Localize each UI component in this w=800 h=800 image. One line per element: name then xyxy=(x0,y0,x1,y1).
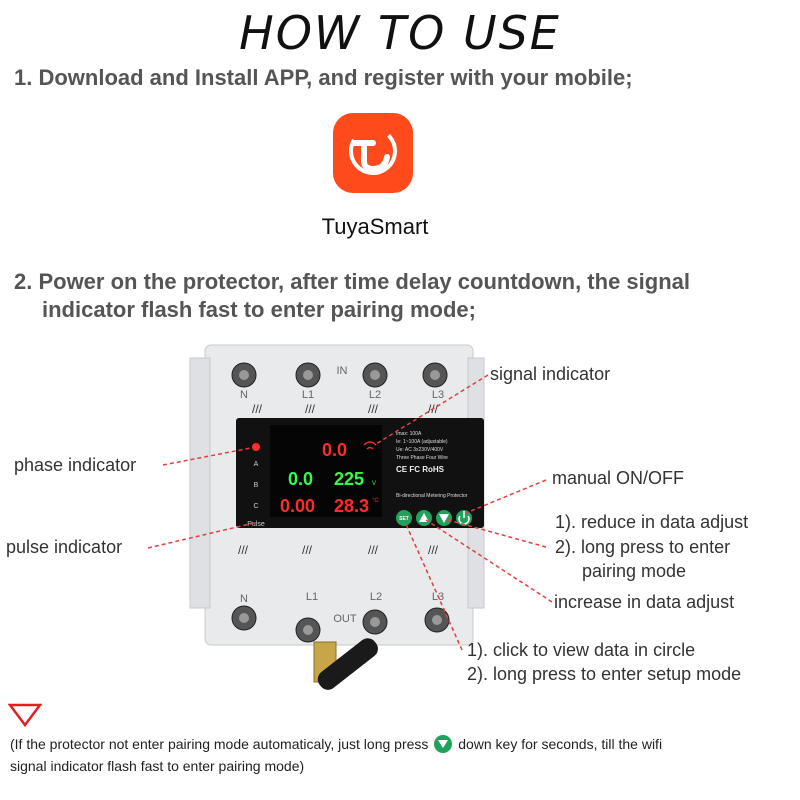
slots-top-1: /// xyxy=(252,402,263,416)
down-key-icon xyxy=(434,735,453,753)
phase-a-letter: A xyxy=(254,461,259,468)
slots-top-3: /// xyxy=(368,402,379,416)
warning-triangle-icon xyxy=(8,703,42,727)
label-long-press-setup: 2). long press to enter setup mode xyxy=(467,664,742,684)
top-terminal-l1: L1 xyxy=(302,389,314,401)
slots-bottom-1: /// xyxy=(238,543,249,557)
spec-line-3: Ue: AC 3x230V/400V xyxy=(396,447,444,453)
unit-mid: V xyxy=(372,481,376,487)
bottom-terminal-l2: L2 xyxy=(370,591,382,603)
tuya-app-icon xyxy=(333,113,413,193)
slots-bottom-4: /// xyxy=(428,543,439,557)
bottom-terminal-n: N xyxy=(240,593,248,605)
note-line-2: signal indicator flash fast to enter pai… xyxy=(10,758,305,774)
bottom-terminal-l1: L1 xyxy=(306,591,318,603)
label-phase-indicator: phase indicator xyxy=(14,455,137,475)
set-key-label: SET xyxy=(399,516,409,522)
protector-illustration: N L1 L2 L3 IN /// /// /// /// A B C Puls… xyxy=(147,344,553,690)
note-text: (If the protector not enter pairing mode… xyxy=(10,733,800,777)
label-signal-indicator: signal indicator xyxy=(490,364,611,384)
app-name: TuyaSmart xyxy=(321,214,429,239)
spec-line-1: Imax: 100A xyxy=(396,431,422,437)
top-terminal-n: N xyxy=(240,389,248,401)
note-after: down key for seconds, till the wifi xyxy=(458,736,663,752)
top-terminal-l3: L3 xyxy=(432,389,444,401)
display-top-value: 0.0 xyxy=(322,440,347,460)
cert-marks: CE FC RoHS xyxy=(396,465,445,474)
page-title: HOW TO USE xyxy=(239,6,561,60)
display-mid-right: 225 xyxy=(334,469,364,489)
phase-c-letter: C xyxy=(253,503,258,510)
phase-b-letter: B xyxy=(254,482,259,489)
spec-line-2: Ie: 1~100A (adjustable) xyxy=(396,439,448,445)
label-long-press-pair-1: 2). long press to enter xyxy=(555,537,731,557)
note-before: (If the protector not enter pairing mode… xyxy=(10,736,429,752)
product-name: Bi-directional Metering Protector xyxy=(396,493,468,499)
label-click-view: 1). click to view data in circle xyxy=(467,640,696,660)
out-label: OUT xyxy=(333,613,357,625)
unit-bottom: °C xyxy=(372,498,379,504)
label-long-press-pair-2: pairing mode xyxy=(582,561,687,581)
step-2-line-1: 2. Power on the protector, after time de… xyxy=(14,269,690,294)
spec-line-4: Three Phase Four Wire xyxy=(396,455,448,461)
bottom-terminals xyxy=(231,605,450,643)
label-pulse-indicator: pulse indicator xyxy=(6,537,123,557)
slots-bottom-2: /// xyxy=(302,543,313,557)
slots-top-2: /// xyxy=(305,402,316,416)
top-terminals xyxy=(231,362,448,388)
slots-bottom-3: /// xyxy=(368,543,379,557)
pointer-lines xyxy=(147,374,553,651)
pulse-label: Pulse xyxy=(247,521,265,528)
label-increase: increase in data adjust xyxy=(554,592,735,612)
top-terminal-l2: L2 xyxy=(369,389,381,401)
wifi-signal-icon xyxy=(363,441,377,450)
display-mid-left: 0.0 xyxy=(288,469,313,489)
display-bottom-left: 0.00 xyxy=(280,496,315,516)
display-bottom-right: 28.3 xyxy=(334,496,369,516)
in-label: IN xyxy=(337,365,348,377)
step-2-line-2: indicator flash fast to enter pairing mo… xyxy=(42,297,476,322)
antenna xyxy=(317,638,378,690)
label-manual-on-off: manual ON/OFF xyxy=(552,468,685,488)
label-reduce: 1). reduce in data adjust xyxy=(555,512,749,532)
set-key xyxy=(396,510,412,526)
step-1-text: 1. Download and Install APP, and registe… xyxy=(14,65,633,90)
lcd-display xyxy=(270,425,382,517)
